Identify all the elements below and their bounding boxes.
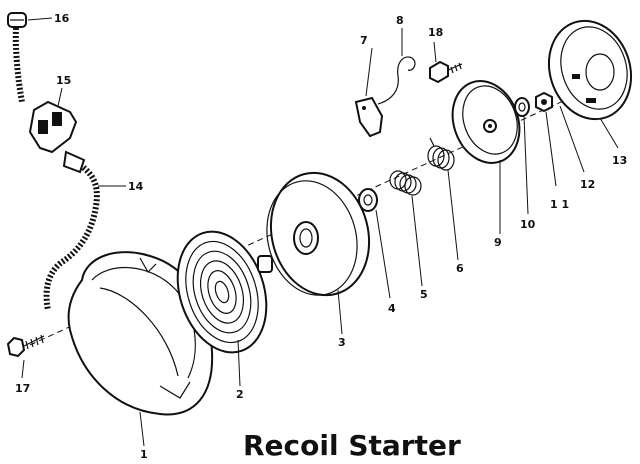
callout-6: 6 — [456, 262, 464, 275]
starter-pulley — [266, 171, 371, 297]
callout-5: 5 — [420, 288, 428, 301]
callout-18: 18 — [428, 26, 443, 39]
recoil-spring-housing — [176, 230, 273, 354]
diagram-title: Recoil Starter — [243, 429, 461, 462]
screw-17 — [6, 334, 45, 358]
callout-8: 8 — [396, 14, 404, 27]
callout-2: 2 — [236, 388, 244, 401]
callout-1: 1 — [140, 448, 148, 461]
callout-11: 1 1 — [550, 198, 569, 211]
callout-4: 4 — [388, 302, 396, 315]
cover-plate — [547, 19, 633, 121]
cable-guide-block — [28, 100, 78, 154]
callout-12: 12 — [580, 178, 595, 191]
callout-17: 17 — [15, 382, 30, 395]
washer-4 — [358, 188, 378, 212]
callout-7: 7 — [360, 34, 368, 47]
callout-16: 16 — [54, 12, 70, 25]
spring-5 — [389, 170, 422, 196]
pawl-plate — [451, 80, 521, 164]
callout-9: 9 — [494, 236, 502, 249]
callout-15: 15 — [56, 74, 71, 87]
spring-6 — [427, 137, 455, 171]
pawl-spring-8 — [377, 56, 416, 105]
bolt-18 — [429, 60, 463, 84]
callout-3: 3 — [338, 336, 346, 349]
starter-rope — [12, 27, 25, 103]
nut-11 — [535, 91, 553, 113]
callout-14: 14 — [128, 180, 144, 193]
starter-housing — [67, 251, 214, 416]
callout-10: 10 — [520, 218, 536, 231]
washer-10 — [514, 97, 530, 117]
pawl-7 — [354, 96, 384, 138]
starter-handle-grip — [7, 12, 27, 28]
leader-lines — [21, 17, 619, 447]
callout-13: 13 — [612, 154, 627, 167]
